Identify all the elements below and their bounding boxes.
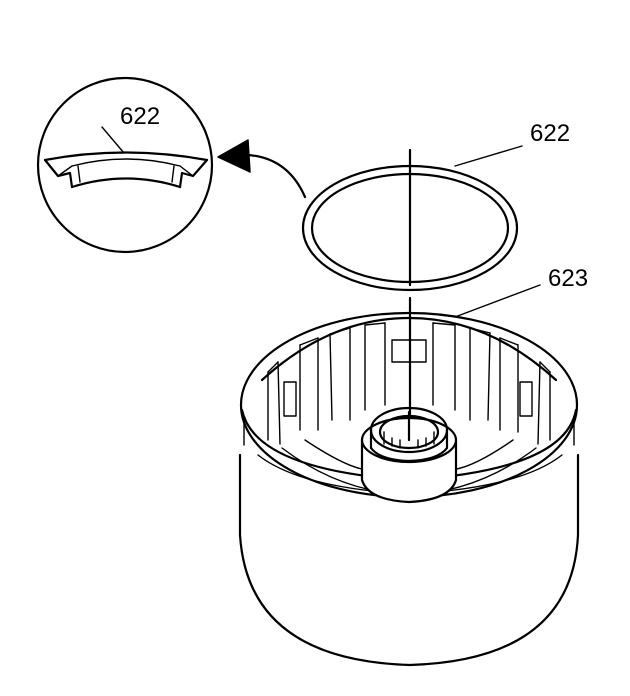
detail-ring-section (43, 151, 209, 189)
callout-623-housing: 623 (548, 265, 588, 292)
clutch-housing: 623 (238, 265, 588, 667)
detail-magnifier: 622 (36, 76, 214, 254)
magnify-arrow (217, 139, 307, 199)
housing-drum (238, 453, 580, 667)
housing-center-hub (360, 406, 458, 504)
detail-leader-line (101, 126, 125, 154)
housing-splines (267, 322, 551, 445)
callout-622-detail: 622 (120, 103, 160, 130)
ring-leader-line (454, 145, 523, 167)
housing-leader-line (454, 284, 541, 318)
seal-ring: 622 (301, 120, 570, 292)
callout-622-ring: 622 (530, 120, 570, 147)
detail-circle (36, 76, 214, 254)
